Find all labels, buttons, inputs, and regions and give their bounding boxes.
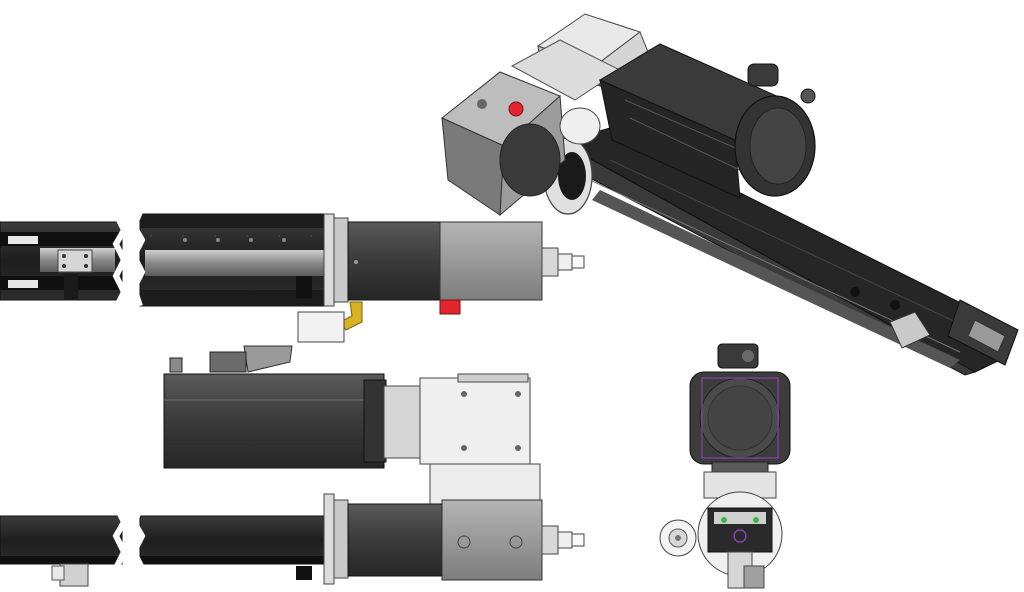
iso-motor-mount: [510, 13, 649, 101]
side-view-motor: [163, 345, 531, 469]
iso-servo-motor: [598, 43, 816, 199]
iso-pulley: [559, 107, 601, 145]
side-motor-connector: [243, 345, 293, 373]
top-carriage: [57, 249, 93, 273]
isometric-view: [441, 13, 1019, 376]
side-servo-motor: [163, 373, 385, 469]
end-view: [659, 343, 791, 589]
front-view: [0, 463, 585, 587]
top-gearbox: [439, 221, 543, 301]
iso-linear-axis-profile: [551, 127, 1019, 376]
side-motor-mount-block: [419, 377, 531, 465]
top-flange-plate: [323, 213, 335, 307]
top-red-fitting: [439, 299, 461, 315]
top-brass-elbow: [339, 301, 363, 331]
top-rail-right: [130, 210, 326, 307]
top-rail-left: [0, 216, 128, 306]
front-drive-housing: [347, 503, 443, 577]
front-gearbox: [441, 499, 543, 581]
front-mount-plate: [429, 463, 541, 505]
top-view: [0, 210, 585, 343]
iso-motor-connector: [747, 63, 779, 87]
top-drive-housing: [347, 221, 441, 301]
iso-red-fitting: [508, 101, 524, 117]
top-shaft-fitting: [541, 247, 559, 277]
iso-gearbox: [441, 71, 601, 217]
end-mount-plate: [703, 471, 777, 499]
front-flange-plate: [323, 493, 335, 585]
top-sensor-block: [297, 311, 345, 343]
